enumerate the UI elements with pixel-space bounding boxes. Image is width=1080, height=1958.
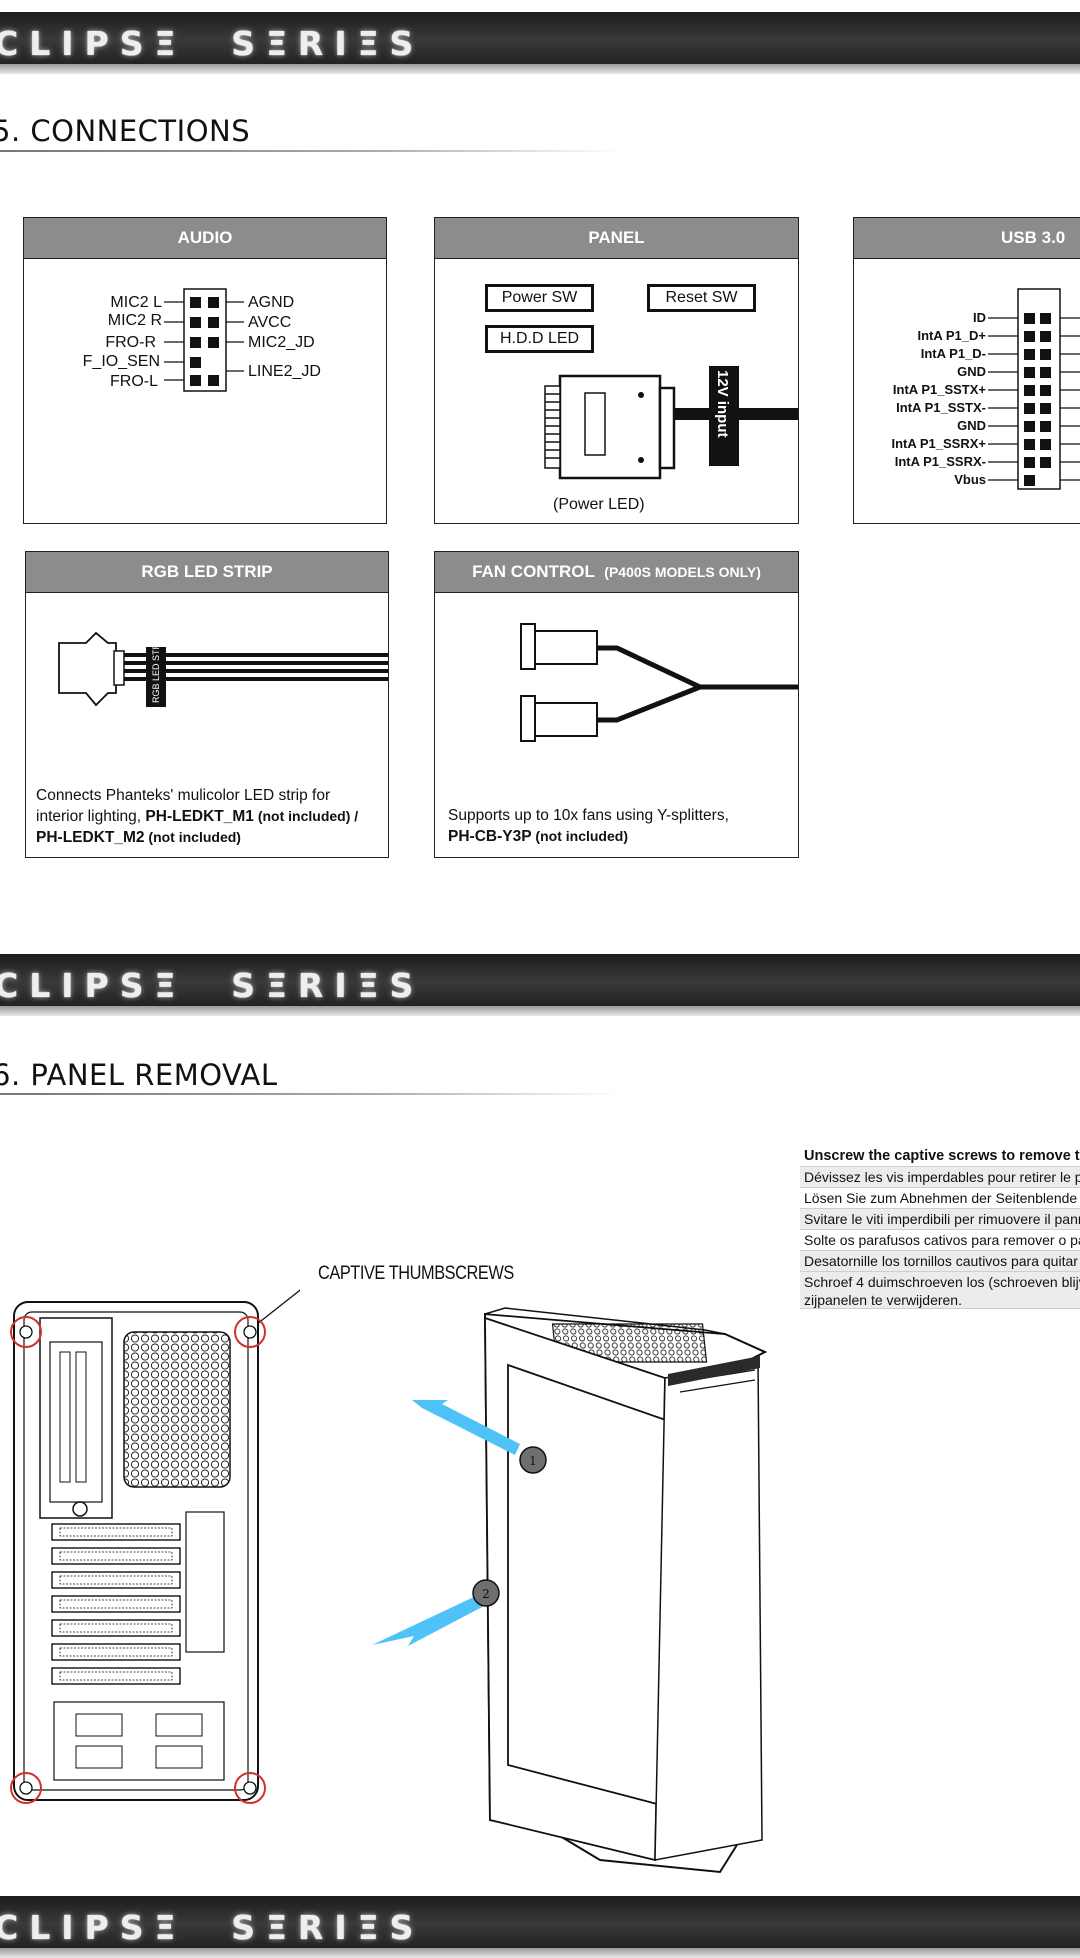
audio-pin-label: F_IO_SEN <box>83 353 160 370</box>
audio-connector-panel: AUDIO MIC2 L MIC2 R FRO-R F_IO_SEN FRO-L… <box>23 217 387 524</box>
power-led-label: (Power LED) <box>553 496 645 513</box>
input-label: 12V input <box>714 370 731 438</box>
rgb-title: RGB LED STRIP <box>26 552 388 593</box>
rgb-led-strip-panel: RGB LED STRIP RGB LED STRIP Connects Pha… <box>25 551 389 858</box>
banner-text: CLIPSΞ SΞRIΞS <box>0 24 425 63</box>
usb-pin-label: Vbus <box>954 472 986 487</box>
removal-instructions: Unscrew the captive screws to remove the… <box>800 1146 1080 1309</box>
step-marker: 2 <box>482 1587 490 1601</box>
section-divider <box>0 1093 620 1095</box>
rgb-not-included: (not included) / <box>253 808 359 824</box>
banner-text: CLIPSΞ SΞRIΞS <box>0 1908 425 1947</box>
rgb-product-code: PH-LEDKT_M1 <box>145 808 254 825</box>
thumbscrew-marker <box>10 1316 42 1348</box>
usb-pin-label: IntA P1_SSRX- <box>895 454 986 469</box>
rgb-connector-diagram: RGB LED STRIP <box>58 631 388 707</box>
power-switch-label: Power SW <box>485 284 594 312</box>
rgb-caption-line: interior lighting, <box>36 808 146 825</box>
rgb-caption-line: Connects Phanteks' mulicolor LED strip f… <box>36 787 331 804</box>
section-title-panel-removal: 6. PANEL REMOVAL <box>0 1058 278 1092</box>
audio-pin-label: MIC2 R <box>108 312 162 329</box>
rgb-product-code: PH-LEDKT_M2 <box>36 829 145 846</box>
case-side-panel-diagram: 1 2 <box>372 1307 768 1874</box>
instruction-line: Solte os parafusos cativos para remover … <box>800 1230 1080 1251</box>
audio-pin-label: LINE2_JD <box>248 363 321 380</box>
usb-pin-label: ID <box>973 310 986 325</box>
audio-pin-label: MIC2_JD <box>248 334 315 351</box>
usb-pin-label: IntA P1_SSRX+ <box>891 436 986 451</box>
power-led-connector: 12V input <box>544 366 798 480</box>
audio-pin-label: AGND <box>248 294 294 311</box>
section-title-connections: 5. CONNECTIONS <box>0 114 251 148</box>
fan-title: FAN CONTROL (P400S MODELS ONLY) <box>435 552 798 593</box>
panel-title: PANEL <box>435 218 798 259</box>
series-banner: CLIPSΞ SΞRIΞS <box>0 954 1080 1016</box>
fan-title-text: FAN CONTROL <box>472 562 595 581</box>
removal-arrow-icon <box>372 1400 520 1646</box>
usb-pin-label: IntA P1_D+ <box>917 328 986 343</box>
audio-pin-label: FRO-R <box>105 334 156 351</box>
hdd-led-label: H.D.D LED <box>485 325 594 353</box>
audio-pin-label: AVCC <box>248 314 291 331</box>
rgb-caption: Connects Phanteks' mulicolor LED strip f… <box>36 785 381 848</box>
fan-product-code: PH-CB-Y3P <box>448 828 532 845</box>
fan-not-included: (not included) <box>531 828 628 844</box>
fan-subtitle: (P400S MODELS ONLY) <box>604 564 761 580</box>
thumbscrew-marker <box>234 1772 266 1804</box>
case-rear-diagram <box>10 1289 300 1804</box>
fan-control-panel: FAN CONTROL (P400S MODELS ONLY) Supports… <box>434 551 799 858</box>
reset-switch-label: Reset SW <box>647 284 756 312</box>
usb3-connector-panel: USB 3.0 ID IntA P1_D+ IntA P1_D- GND Int… <box>853 217 1080 524</box>
instruction-line: Desatornille los tornillos cautivos para… <box>800 1251 1080 1272</box>
instruction-line: Unscrew the captive screws to remove the <box>800 1146 1080 1167</box>
instruction-line: Schroef 4 duimschroeven los (schroeven b… <box>800 1272 1080 1292</box>
audio-pin-diagram: MIC2 L MIC2 R FRO-R F_IO_SEN FRO-L AGND … <box>83 288 321 392</box>
usb-title: USB 3.0 <box>854 218 1080 259</box>
fan-caption: Supports up to 10x fans using Y-splitter… <box>448 805 793 847</box>
series-banner: CLIPSΞ SΞRIΞS <box>0 1896 1080 1958</box>
thumbscrew-marker <box>234 1316 266 1348</box>
instruction-line: Lösen Sie zum Abnehmen der Seitenblende … <box>800 1188 1080 1209</box>
audio-title: AUDIO <box>24 218 386 259</box>
step-marker: 1 <box>529 1454 537 1468</box>
thumbscrew-marker <box>10 1772 42 1804</box>
usb-pin-label: IntA P1_D- <box>921 346 986 361</box>
instruction-line: Dévissez les vis imperdables pour retire… <box>800 1167 1080 1188</box>
audio-pin-label: MIC2 L <box>110 294 162 311</box>
fan-splitter-diagram <box>520 623 798 742</box>
usb-pin-label: GND <box>957 364 986 379</box>
front-panel-connector-panel: PANEL Power SW Reset SW H.D.D LED 12V in… <box>434 217 799 524</box>
usb-pin-label: IntA P1_SSTX+ <box>893 382 986 397</box>
banner-text: CLIPSΞ SΞRIΞS <box>0 966 425 1005</box>
usb-pin-label: IntA P1_SSTX- <box>896 400 986 415</box>
rgb-cable-label: RGB LED STRIP <box>151 634 161 703</box>
usb-pin-label: GND <box>957 418 986 433</box>
rgb-not-included: (not included) <box>144 829 241 845</box>
instruction-line: Svitare le viti imperdibili per rimuover… <box>800 1209 1080 1230</box>
instruction-line: zijpanelen te verwijderen. <box>800 1292 1080 1309</box>
audio-pin-label: FRO-L <box>110 373 158 390</box>
section-divider <box>0 150 620 152</box>
fan-caption-line: Supports up to 10x fans using Y-splitter… <box>448 807 729 824</box>
series-banner: CLIPSΞ SΞRIΞS <box>0 12 1080 74</box>
captive-thumbscrews-callout: CAPTIVE THUMBSCREWS <box>318 1263 514 1284</box>
usb3-pin-diagram: ID IntA P1_D+ IntA P1_D- GND IntA P1_SST… <box>891 288 1080 490</box>
